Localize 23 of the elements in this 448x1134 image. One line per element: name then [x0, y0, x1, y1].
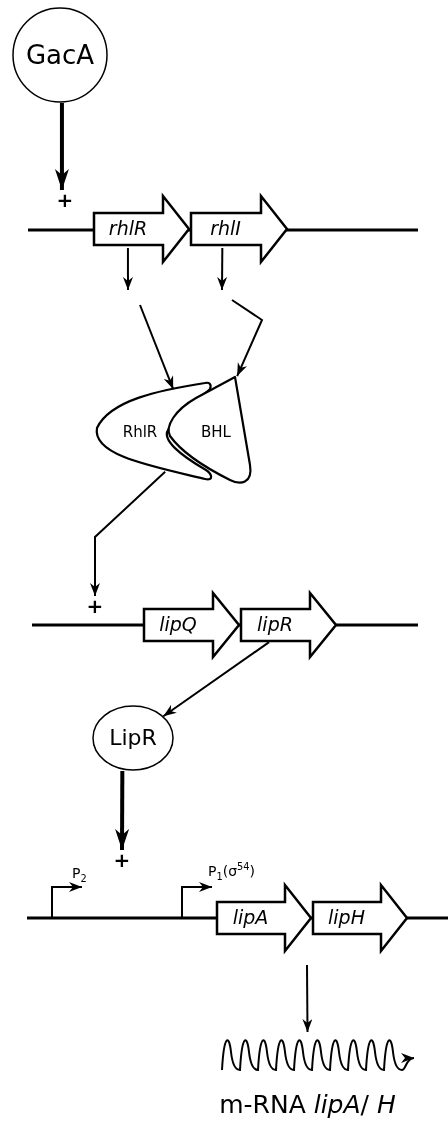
- arrow: [217, 247, 228, 291]
- plus-sign: +: [113, 850, 131, 870]
- arrow: [162, 641, 271, 718]
- protein-name: LipR: [108, 727, 158, 749]
- plus-sign: +: [86, 596, 104, 616]
- gene-name: rhlR: [107, 218, 149, 238]
- arrow: [54, 103, 69, 190]
- gene-name: lipR: [256, 614, 294, 634]
- arrow: [231, 299, 264, 378]
- arrow: [123, 247, 133, 291]
- gene-name: rhlI: [209, 218, 242, 238]
- gene-name: lipQ: [158, 614, 198, 634]
- gene-name: lipH: [327, 907, 366, 927]
- promoter-label: P$_{2}$: [72, 866, 87, 880]
- arrow: [302, 964, 313, 1033]
- transcript-label: m-RNA lipA/ H: [218, 1092, 397, 1117]
- gene-name: lipA: [231, 907, 270, 927]
- protein-name: GacA: [24, 42, 96, 68]
- protein-name: BHL: [200, 425, 232, 440]
- plus-sign: +: [56, 190, 74, 210]
- protein-name: RhlR: [121, 425, 159, 440]
- arrow: [90, 470, 167, 597]
- arrow: [115, 771, 130, 850]
